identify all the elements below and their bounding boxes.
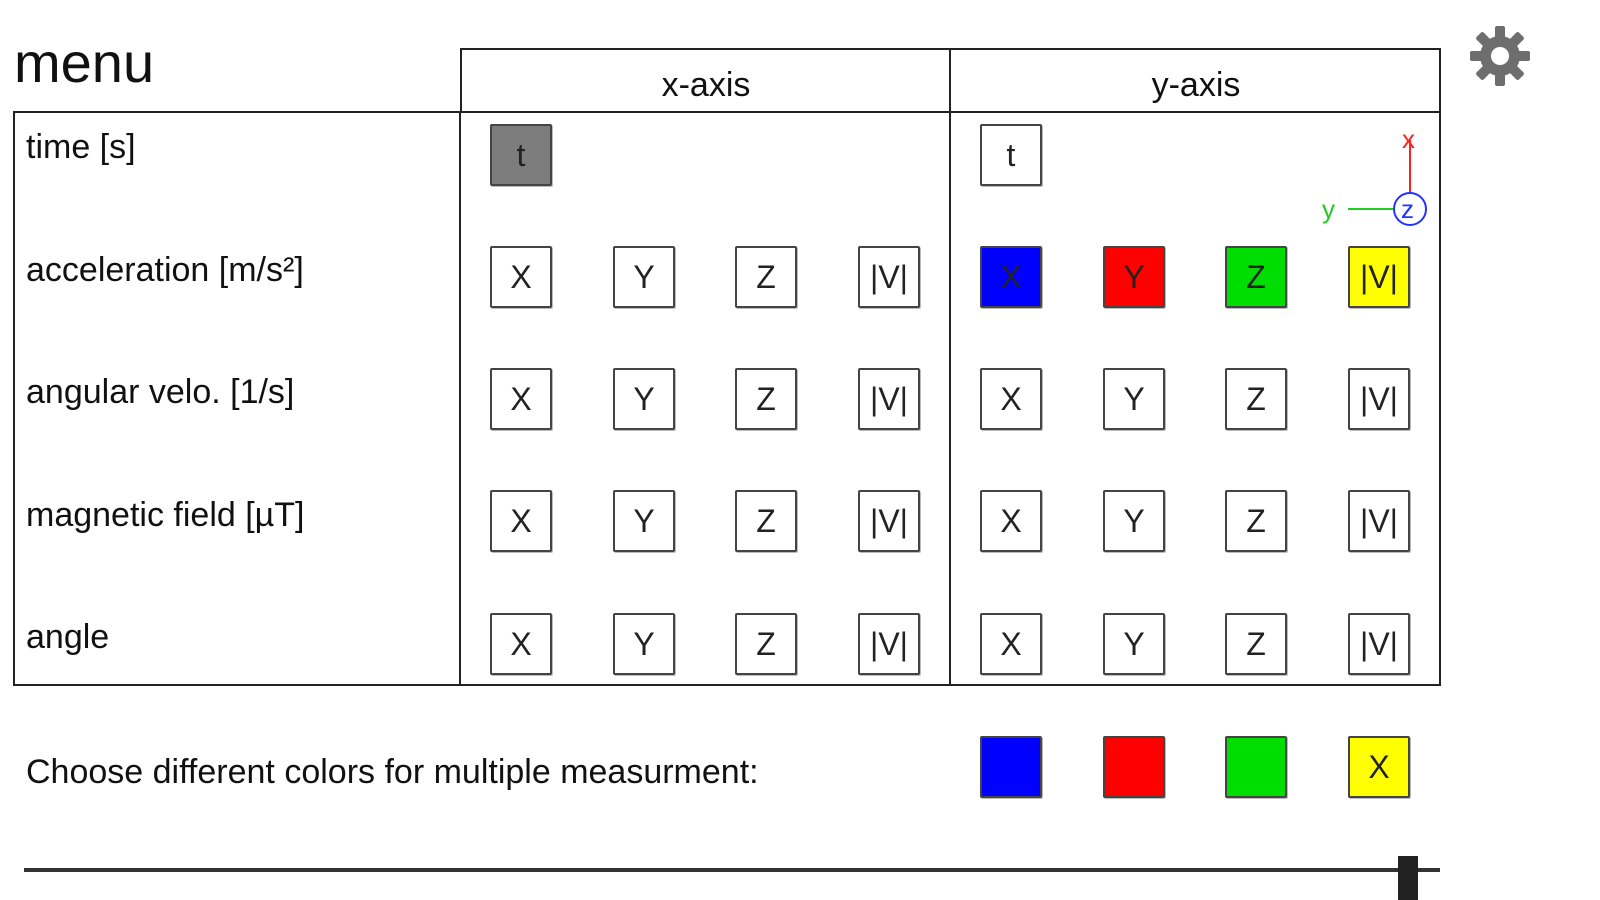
x-axis-acceleration-y-button[interactable]: Y — [613, 246, 675, 308]
row-label-angular-velocity: angular velo. [1/s] — [26, 373, 295, 411]
x-axis-angle-y-button[interactable]: Y — [613, 613, 675, 675]
row-label-magnetic-field: magnetic field [µT] — [26, 496, 305, 534]
slider-thumb[interactable] — [1398, 856, 1418, 900]
slider-track[interactable] — [24, 868, 1440, 872]
y-axis-magnetic-field-magnitude-button[interactable]: |V| — [1348, 490, 1410, 552]
y-axis-angle-magnitude-button[interactable]: |V| — [1348, 613, 1410, 675]
color-swatch-blue[interactable] — [980, 736, 1042, 798]
x-axis-acceleration-z-button[interactable]: Z — [735, 246, 797, 308]
color-chooser-label: Choose different colors for multiple mea… — [26, 753, 759, 791]
y-axis-header: y-axis — [1151, 66, 1241, 104]
x-axis-angular-velocity-y-button[interactable]: Y — [613, 368, 675, 430]
x-axis-time-button[interactable]: t — [490, 124, 552, 186]
sensor-grid — [13, 111, 1441, 686]
y-axis-angular-velocity-x-button[interactable]: X — [980, 368, 1042, 430]
orientation-axes-icon: x y z — [1322, 124, 1427, 226]
divider — [459, 111, 461, 686]
y-axis-angular-velocity-magnitude-button[interactable]: |V| — [1348, 368, 1410, 430]
y-axis-time-button[interactable]: t — [980, 124, 1042, 186]
color-swatch-red[interactable] — [1103, 736, 1165, 798]
y-axis-angular-velocity-y-button[interactable]: Y — [1103, 368, 1165, 430]
x-axis-magnetic-field-magnitude-button[interactable]: |V| — [858, 490, 920, 552]
gear-icon[interactable] — [1466, 22, 1534, 90]
y-axis-acceleration-x-button[interactable]: X — [980, 246, 1042, 308]
x-axis-angle-magnitude-button[interactable]: |V| — [858, 613, 920, 675]
x-axis-acceleration-x-button[interactable]: X — [490, 246, 552, 308]
x-axis-magnetic-field-x-button[interactable]: X — [490, 490, 552, 552]
divider — [949, 48, 951, 686]
y-axis-angle-z-button[interactable]: Z — [1225, 613, 1287, 675]
y-axis-acceleration-z-button[interactable]: Z — [1225, 246, 1287, 308]
row-label-angle: angle — [26, 618, 110, 656]
row-label-time: time [s] — [26, 128, 136, 166]
y-axis-magnetic-field-z-button[interactable]: Z — [1225, 490, 1287, 552]
orientation-x-label: x — [1402, 124, 1415, 154]
y-axis-angle-y-button[interactable]: Y — [1103, 613, 1165, 675]
color-swatch-yellow[interactable]: X — [1348, 736, 1410, 798]
y-axis-magnetic-field-y-button[interactable]: Y — [1103, 490, 1165, 552]
y-axis-acceleration-magnitude-button[interactable]: |V| — [1348, 246, 1410, 308]
row-label-acceleration: acceleration [m/s²] — [26, 251, 304, 289]
orientation-z-label: z — [1401, 194, 1414, 224]
y-axis-angle-x-button[interactable]: X — [980, 613, 1042, 675]
x-axis-angular-velocity-z-button[interactable]: Z — [735, 368, 797, 430]
orientation-y-label: y — [1322, 194, 1335, 224]
y-axis-magnetic-field-x-button[interactable]: X — [980, 490, 1042, 552]
page-title: menu — [14, 31, 155, 94]
x-axis-angular-velocity-x-button[interactable]: X — [490, 368, 552, 430]
color-swatch-green[interactable] — [1225, 736, 1287, 798]
x-axis-acceleration-magnitude-button[interactable]: |V| — [858, 246, 920, 308]
x-axis-angle-x-button[interactable]: X — [490, 613, 552, 675]
x-axis-header: x-axis — [661, 66, 751, 104]
x-axis-angle-z-button[interactable]: Z — [735, 613, 797, 675]
x-axis-magnetic-field-y-button[interactable]: Y — [613, 490, 675, 552]
x-axis-magnetic-field-z-button[interactable]: Z — [735, 490, 797, 552]
y-axis-acceleration-y-button[interactable]: Y — [1103, 246, 1165, 308]
y-axis-angular-velocity-z-button[interactable]: Z — [1225, 368, 1287, 430]
x-axis-angular-velocity-magnitude-button[interactable]: |V| — [858, 368, 920, 430]
